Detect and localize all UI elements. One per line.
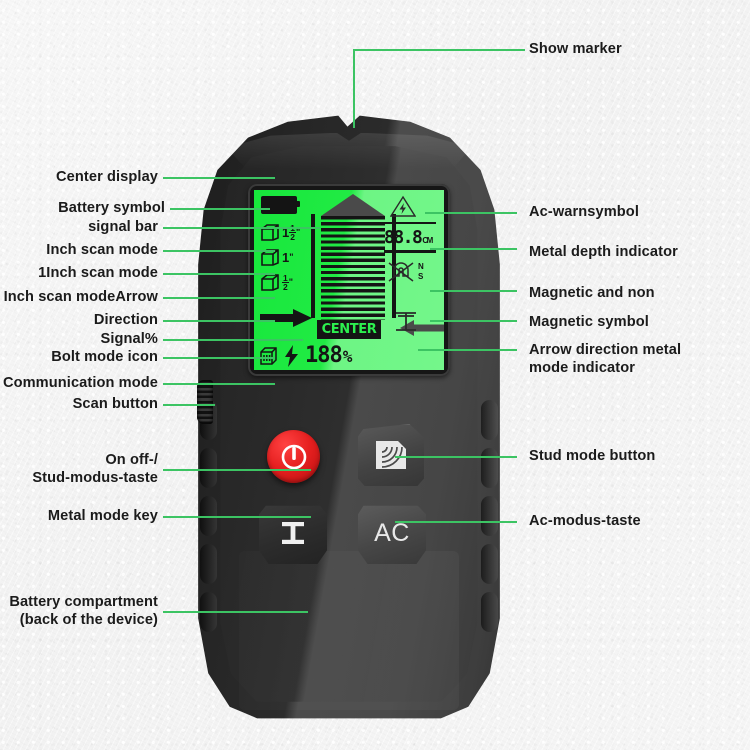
signal-guide-left	[311, 214, 315, 318]
label-1inch-scan-mode: 1Inch scan mode	[38, 265, 158, 281]
grip-ridge	[481, 592, 498, 632]
grip-ridge	[481, 496, 498, 536]
label-communication-mode: Communication mode	[2, 375, 158, 391]
box-depth-icon	[260, 273, 280, 292]
leader-1inch-scan-mode	[163, 273, 275, 275]
leader-metal-depth-indicator	[430, 248, 517, 250]
lcd-screen: 112" 1"	[254, 190, 444, 370]
leader-on-off-stud	[163, 469, 311, 471]
label-magnetic-and-non: Magnetic and non	[529, 285, 655, 301]
leader-metal-mode-key	[163, 516, 311, 518]
leader-stud-mode-button	[395, 456, 517, 458]
label-battery-compartment: Battery compartment (back of the device)	[9, 594, 158, 628]
label-on-off-stud: On off-/ Stud-modus-taste	[32, 452, 158, 486]
label-inch-scan-mode-arrow: Inch scan modeArrow	[3, 289, 158, 305]
leader-magnetic-symbol	[430, 320, 517, 322]
stud-mode-button[interactable]	[358, 424, 424, 486]
metal-mode-button[interactable]	[259, 505, 327, 564]
lcd-bezel: 112" 1"	[248, 184, 450, 376]
leader-battery-compartment	[163, 611, 308, 613]
leader-ac-modus-taste	[395, 521, 517, 523]
label-arrow-direction-metal: Arrow direction metal mode indicator	[529, 342, 682, 376]
leader-center-display	[163, 177, 275, 179]
lcd-bottom-row: 188%	[259, 343, 352, 368]
leader-bolt-mode-icon	[163, 357, 275, 359]
ac-warning-triangle-icon	[389, 195, 417, 218]
label-inch-scan-mode: Inch scan mode	[46, 242, 158, 258]
i-beam-icon	[282, 522, 304, 544]
label-ac-warnsymbol: Ac-warnsymbol	[529, 204, 639, 220]
magnet-poles: N S	[418, 261, 424, 281]
label-metal-mode-key: Metal mode key	[47, 508, 158, 524]
stud-wave-icon	[376, 441, 406, 469]
label-direction: Direction	[93, 312, 158, 328]
box-depth-icon	[260, 223, 280, 242]
ac-mode-button[interactable]: AC	[358, 505, 426, 564]
leader-arrow-direction-metal	[418, 349, 517, 351]
leader-battery-symbol	[170, 208, 270, 210]
grip-ridge	[200, 544, 217, 584]
depth-rule-top	[384, 222, 436, 225]
label-show-marker: Show marker	[529, 41, 622, 57]
power-icon	[281, 444, 306, 469]
leader-direction	[163, 320, 275, 322]
label-stud-mode-button: Stud mode button	[529, 448, 656, 464]
battery-full-icon	[261, 196, 300, 214]
magnet-crossed-icon: N S	[386, 258, 440, 286]
leader-signal-percent	[163, 339, 303, 341]
grip-ridge	[481, 448, 498, 488]
center-indicator: CENTER	[317, 320, 381, 339]
lcd-left-column: 112" 1"	[259, 194, 321, 295]
label-center-display: Center display	[56, 169, 158, 185]
leader-inch-scan-mode-arrow	[163, 297, 275, 299]
leader-communication-mode	[163, 383, 275, 385]
ridged-scan-wheel-icon[interactable]	[197, 380, 213, 424]
label-magnetic-symbol: Magnetic symbol	[529, 314, 649, 330]
i-beam-icon	[392, 310, 420, 334]
arrow-left-icon	[400, 320, 444, 336]
signal-peak-icon	[321, 194, 385, 216]
leader-ac-warnsymbol	[425, 212, 517, 214]
label-battery-symbol: Battery symbol	[58, 200, 165, 216]
lightning-bolt-icon	[285, 344, 298, 367]
leader-magnetic-and-non	[430, 290, 517, 292]
grip-ridge	[481, 400, 498, 440]
power-stud-button[interactable]	[267, 430, 320, 483]
grip-ridge	[481, 544, 498, 584]
scan-mode-value-2: 1"	[282, 250, 294, 265]
leader-show-marker-h	[353, 49, 525, 51]
signal-bars	[321, 216, 385, 320]
label-signal-bar: signal bar	[88, 219, 158, 235]
depth-rule-bottom	[384, 250, 436, 253]
leader-show-marker-v	[353, 50, 355, 128]
signal-percent-value: 188%	[305, 343, 352, 368]
grip-ridge	[200, 448, 217, 488]
leader-scan-button	[163, 404, 215, 406]
detector-device: 112" 1"	[196, 112, 502, 722]
arrow-right-icon	[260, 309, 312, 327]
label-signal-percent: Signal%	[100, 331, 158, 347]
battery-compartment-panel[interactable]	[238, 551, 460, 710]
label-scan-button: Scan button	[72, 396, 158, 412]
label-ac-modus-taste: Ac-modus-taste	[529, 513, 641, 529]
label-metal-depth-indicator: Metal depth indicator	[529, 244, 678, 260]
label-bolt-mode-icon: Bolt mode icon	[51, 349, 158, 365]
leader-signal-bar	[163, 227, 320, 229]
cube-bolt-icon	[259, 346, 278, 366]
signal-bar-graph	[317, 194, 389, 320]
leader-inch-scan-mode	[163, 250, 275, 252]
ac-button-label: AC	[374, 518, 410, 547]
